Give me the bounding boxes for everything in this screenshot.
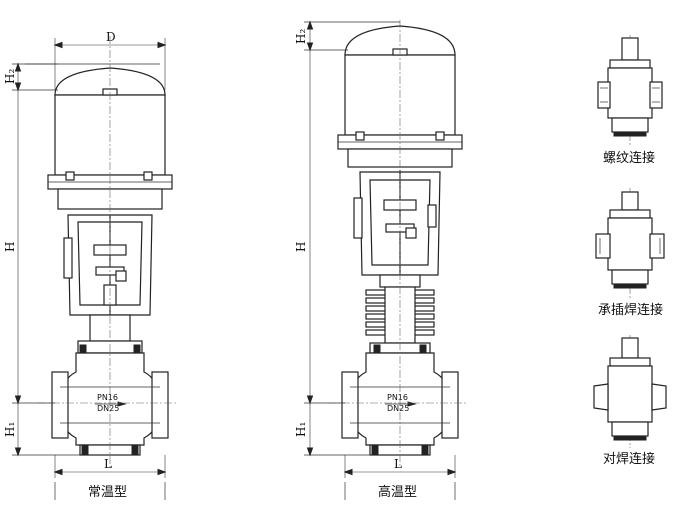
valve-body: PN16 DN25 — [51, 352, 169, 456]
dn-label: DN25 — [97, 404, 119, 413]
butt-weld-caption: 对焊连接 — [603, 451, 655, 467]
pn-label-high: PN16 — [387, 393, 408, 402]
dimension-d-label: D — [106, 30, 116, 44]
yoke — [63, 214, 153, 325]
dimension-d: D — [53, 30, 167, 90]
high-temp-caption: 高温型 — [378, 484, 417, 500]
dimension-h1-label: H₁ — [3, 422, 17, 437]
pn-label: PN16 — [97, 393, 118, 402]
socket-weld-caption: 承插焊连接 — [598, 302, 663, 318]
high-temp-valve: PN16 DN25 L H₂ H — [294, 20, 468, 500]
vertical-dimensions: H₂ H H₁ — [3, 62, 80, 457]
dimension-h-high-label: H — [294, 242, 308, 252]
vertical-dimensions-high: H₂ H H₁ — [294, 20, 400, 457]
dimension-h2-high-label: H₂ — [294, 29, 308, 44]
socket-weld-connection: 承插焊连接 — [595, 188, 665, 318]
dimension-l-label: L — [104, 457, 112, 471]
dimension-l-high-label: L — [394, 457, 402, 471]
dn-label-high: DN25 — [387, 404, 409, 413]
dimension-l: L — [53, 455, 167, 478]
threaded-caption: 螺纹连接 — [603, 150, 655, 166]
normal-temp-caption: 常温型 — [88, 485, 127, 500]
dimension-h1-high-label: H₁ — [294, 422, 308, 437]
dimension-h2-label: H₂ — [3, 69, 17, 84]
normal-temp-valve: D — [3, 30, 178, 500]
dimension-l-high: L — [343, 455, 457, 478]
butt-weld-connection: 对焊连接 — [593, 335, 667, 467]
actuator — [25, 63, 173, 210]
threaded-connection: 螺纹连接 — [597, 35, 663, 166]
dimension-h-label: H — [3, 242, 17, 252]
yoke-high — [353, 170, 441, 285]
